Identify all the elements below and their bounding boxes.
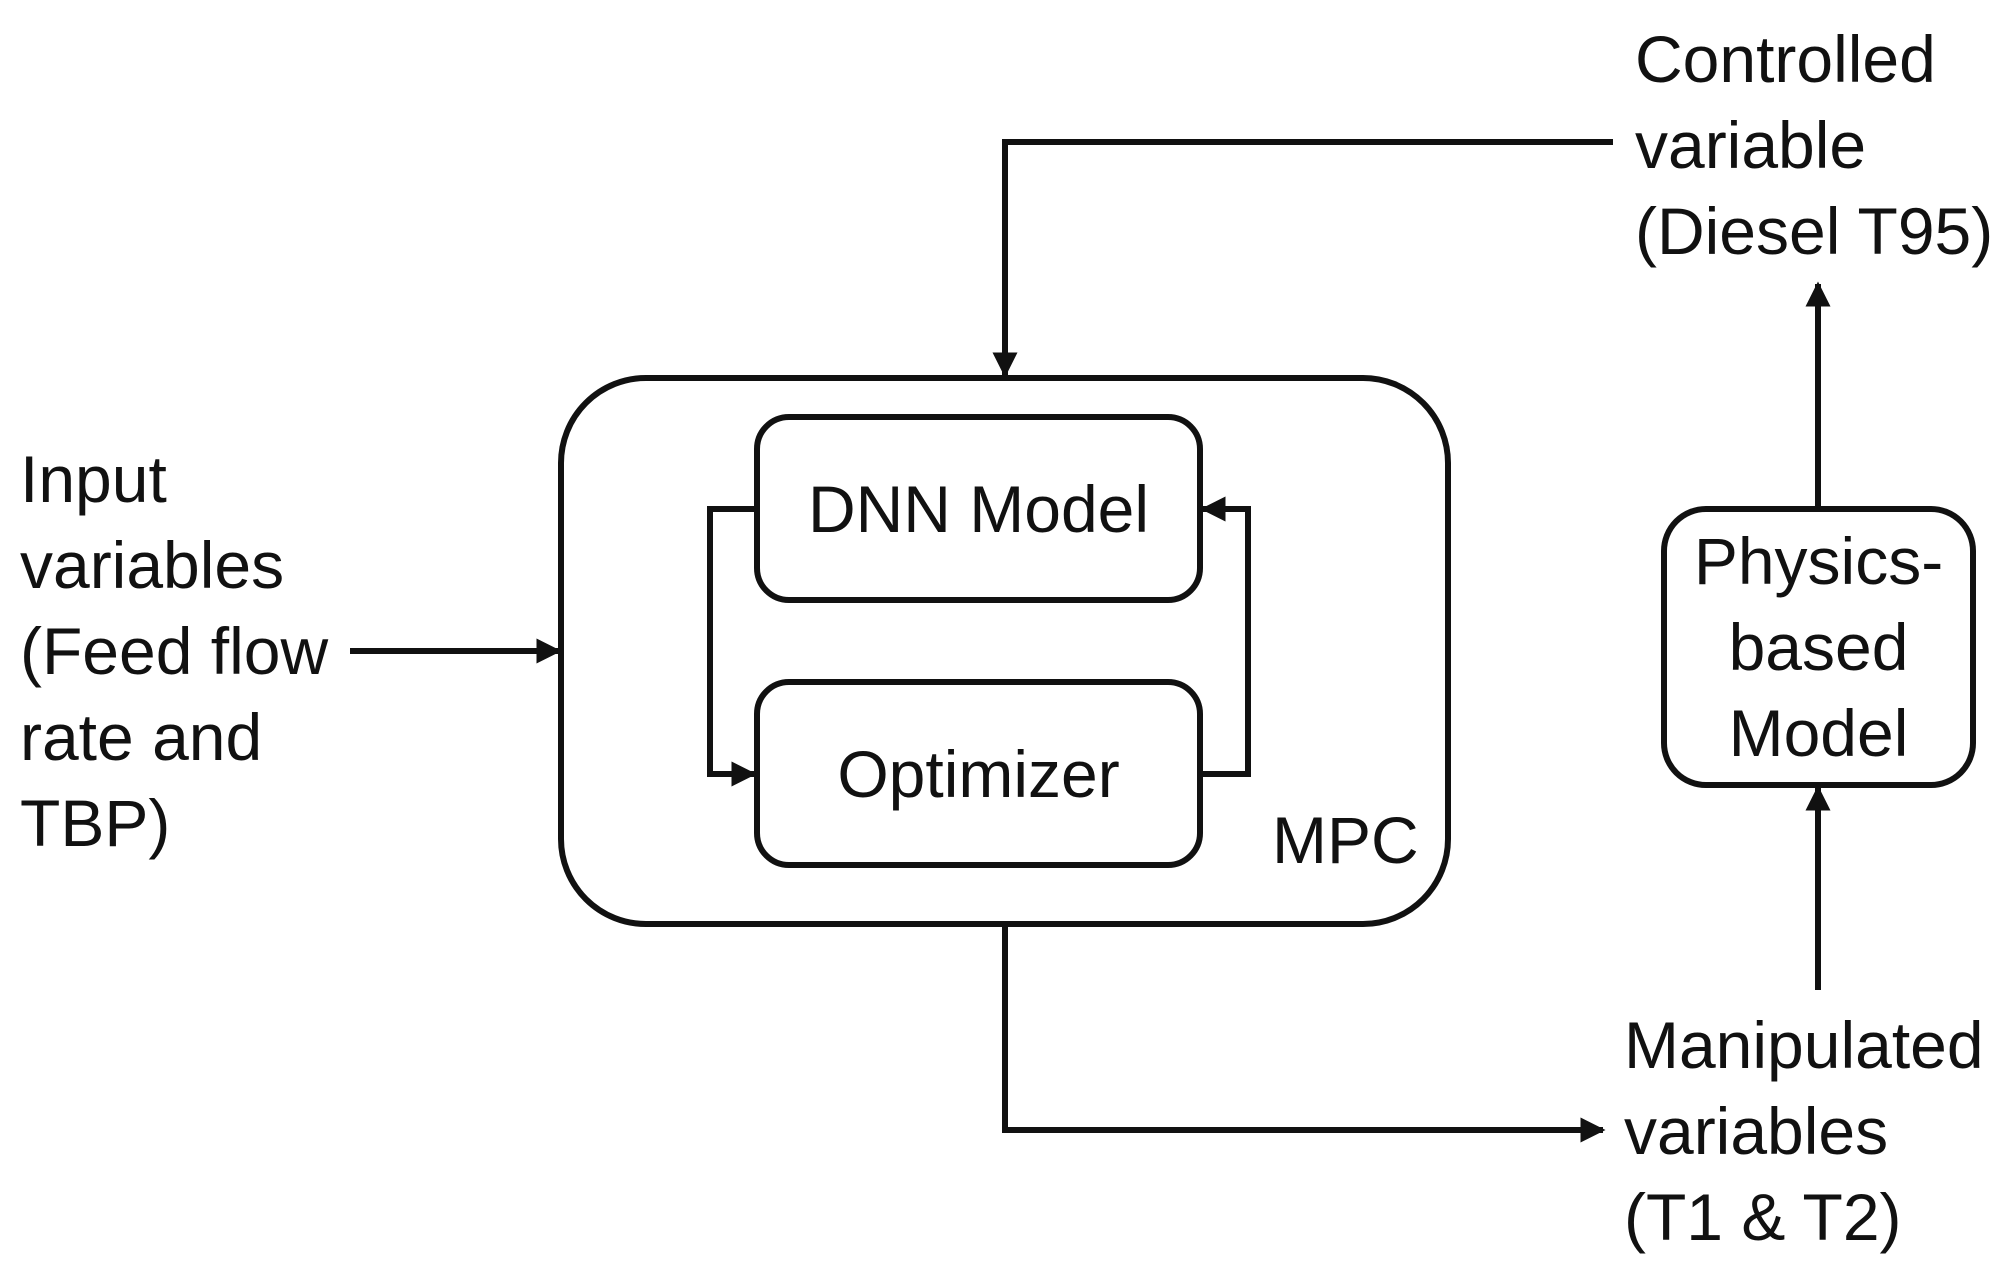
- mpc-label: MPC: [1272, 803, 1419, 877]
- controlled-variable-label: Controlled variable (Diesel T95): [1635, 16, 1993, 274]
- input-label-line: rate and: [20, 700, 263, 774]
- dnn-model-label: DNN Model: [807, 472, 1150, 546]
- manipulated-label-line: Manipulated: [1624, 1008, 1984, 1082]
- controlled-label-line: (Diesel T95): [1635, 194, 1994, 268]
- physics-label-line: based: [1728, 610, 1909, 684]
- input-label-line: TBP): [20, 786, 171, 860]
- manipulated-variables-label: Manipulated variables (T1 & T2): [1624, 1002, 1984, 1260]
- manipulated-label-line: variables: [1624, 1094, 1889, 1168]
- input-label-line: (Feed flow: [20, 614, 329, 688]
- controlled-label-line: variable: [1635, 108, 1867, 182]
- input-label-line: variables: [20, 528, 285, 602]
- physics-label-line: Physics-: [1693, 524, 1944, 598]
- mpc-output-arrow: [1002, 927, 1606, 1143]
- manipulated-label-line: (T1 & T2): [1624, 1180, 1902, 1254]
- optimizer-label: Optimizer: [837, 737, 1120, 811]
- feedback-arrow: [992, 139, 1613, 378]
- input-variables-label: Input variables (Feed flow rate and TBP): [20, 436, 328, 866]
- controlled-label-line: Controlled: [1635, 22, 1936, 96]
- physics-model-box: [1661, 506, 1976, 788]
- physics-label-line: Model: [1728, 696, 1909, 770]
- input-label-line: Input: [20, 442, 167, 516]
- physics-model-label: Physics- based Model: [1664, 518, 1973, 776]
- optimizer-to-dnn-arrow: [1200, 496, 1251, 777]
- dnn-to-optimizer-arrow: [707, 506, 757, 787]
